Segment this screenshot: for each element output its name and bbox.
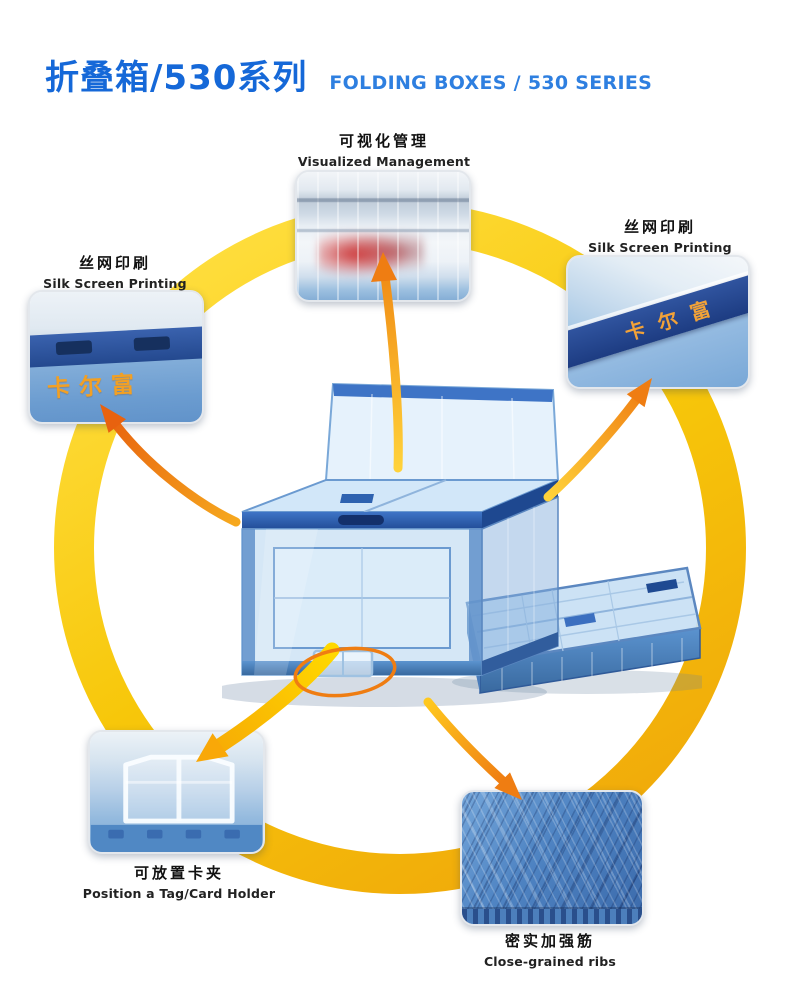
label-en: Silk Screen Printing [43,276,187,291]
callout-silk-screen-left: 卡尔富 [28,290,204,424]
label-cn: 可放置卡夹 [133,864,224,882]
label-en: Silk Screen Printing [588,240,732,255]
box-rim-lines [297,172,469,300]
callout-silk-screen-right: 卡尔富 [566,255,750,389]
main-folding-box [241,382,560,678]
label-en: Visualized Management [297,154,471,169]
silk-screen-right-photo: 卡尔富 [568,257,748,387]
card-holder-on-box [312,649,374,678]
label-silk-screen-right: 丝网印刷 Silk Screen Printing [560,216,760,255]
label-en: Close-grained ribs [483,954,617,969]
label-cn: 密实加强筋 [504,932,595,950]
page-title-chinese: 折叠箱/530系列 [45,58,308,98]
callout-card-holder [88,730,265,854]
label-cn: 丝网印刷 [623,218,696,236]
card-holder-photo [90,732,263,852]
visualized-management-photo [297,172,469,300]
label-visualized-management: 可视化管理 Visualized Management [284,130,484,169]
label-card-holder: 可放置卡夹 Position a Tag/Card Holder [73,862,285,901]
rim-slot [134,336,171,352]
page-title-english: FOLDING BOXES / 530 SERIES [329,72,653,94]
label-close-grained-ribs: 密实加强筋 Close-grained ribs [450,930,650,969]
label-silk-screen-left: 丝网印刷 Silk Screen Printing [15,252,215,291]
label-cn: 丝网印刷 [78,254,151,272]
label-cn: 可视化管理 [338,132,429,150]
silk-screen-left-photo: 卡尔富 [30,292,202,422]
product-photo-folding-boxes [222,382,702,707]
callout-close-grained-ribs [460,790,644,926]
label-en: Position a Tag/Card Holder [82,886,276,901]
brand-silkscreen-text: 卡尔富 [46,371,144,403]
folded-flat-box [465,566,702,694]
rim-slot [56,340,93,356]
callout-visualized-management [295,170,471,302]
close-grained-ribs-photo [462,792,642,924]
page-header: 折叠箱/530系列 FOLDING BOXES / 530 SERIES [45,50,652,99]
ribs-bottom-edge [462,909,642,924]
card-holder-illustration [90,754,263,852]
